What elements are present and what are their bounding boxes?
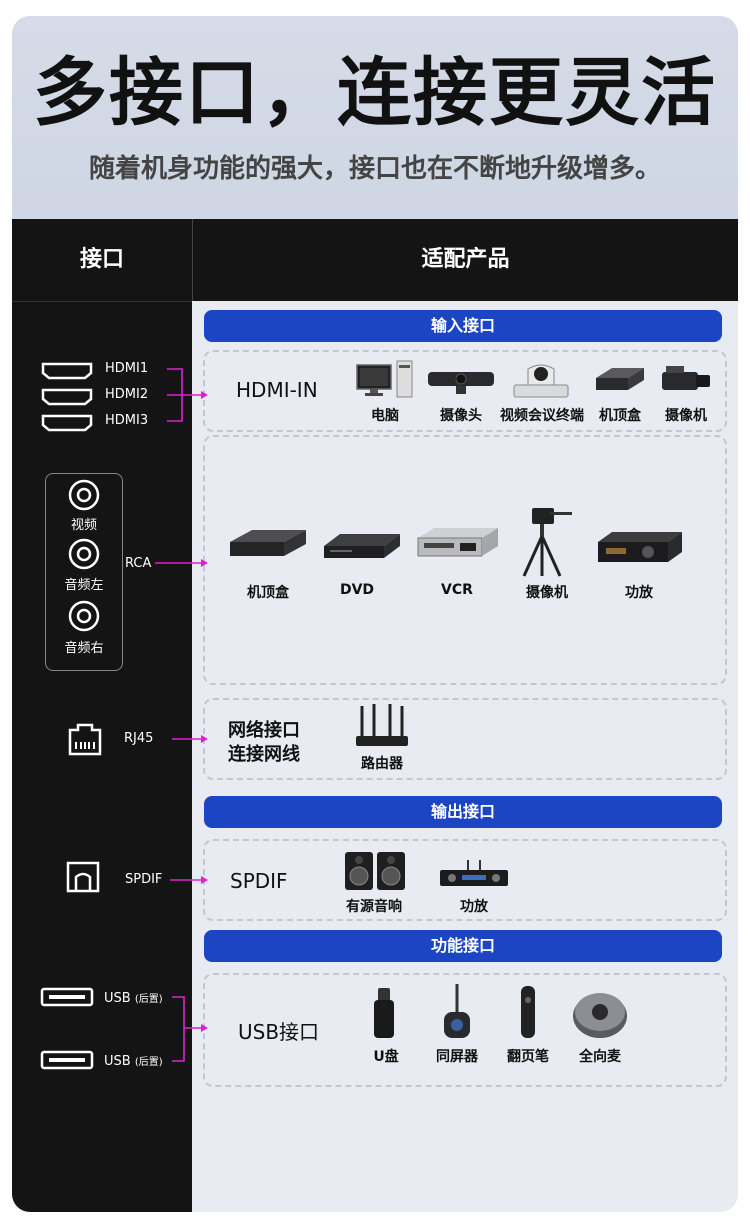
hdmi-products-box <box>203 350 727 432</box>
usb-item-omni-mic: 全向麦 <box>579 1049 621 1065</box>
hdmi-item-conference-terminal: 视频会议终端 <box>500 408 584 424</box>
spdif-group-label: SPDIF <box>230 869 288 893</box>
rca-item-dvd: DVD <box>339 582 375 598</box>
rca-set-top-box-icon <box>230 530 306 556</box>
hdmi-port-icons <box>41 362 93 432</box>
section-output-pill: 输出接口 <box>204 796 722 828</box>
port-label-rca: RCA <box>125 556 152 571</box>
port-label-hdmi3: HDMI3 <box>105 413 149 428</box>
presenter-pen-icon <box>521 986 535 1038</box>
hdmi-item-computer: 电脑 <box>371 408 399 424</box>
port-label-spdif: SPDIF <box>125 872 163 887</box>
port-label-usb2: USB (后置) <box>104 1053 163 1069</box>
col-header-interface: 接口 <box>12 219 193 301</box>
usb-group-label: USB接口 <box>238 1020 320 1044</box>
rca-item-vcr: VCR <box>441 582 473 598</box>
port-label-hdmi2: HDMI2 <box>105 387 149 402</box>
rca-label-audio-left: 音频左 <box>64 578 104 593</box>
set-top-box-icon <box>596 368 644 390</box>
connector-lines <box>155 368 208 1062</box>
spdif-item-amplifier: 功放 <box>460 899 488 915</box>
port-label-usb1: USB (后置) <box>104 990 163 1006</box>
rca-label-video: 视频 <box>70 518 97 533</box>
vcr-icon <box>417 528 498 557</box>
dvd-player-icon <box>324 534 400 558</box>
rca-amplifier-icon <box>598 532 682 562</box>
section-function-pill: 功能接口 <box>204 930 722 962</box>
rj45-port-icon <box>68 723 102 756</box>
rca-label-audio-right: 音频右 <box>64 641 104 656</box>
usb-port-icons <box>40 987 94 1070</box>
screen-share-dongle-icon <box>444 984 470 1038</box>
spdif-amplifier-icon <box>440 860 508 886</box>
usb-drive-icon <box>374 988 394 1038</box>
rca-item-amplifier: 功放 <box>625 585 653 601</box>
usb1-label: USB <box>104 991 131 1006</box>
hero-subtitle: 随着机身功能的强大，接口也在不断地升级增多。 <box>88 154 661 184</box>
usb2-label: USB <box>104 1054 131 1069</box>
rca-products-box <box>203 435 727 685</box>
usb-item-presenter: 翻页笔 <box>507 1049 549 1065</box>
rj45-item-router: 路由器 <box>361 756 403 772</box>
hdmi-item-webcam: 摄像头 <box>440 408 482 424</box>
usb-item-screen-share-dongle: 同屏器 <box>436 1049 478 1065</box>
products-column <box>192 301 738 1212</box>
webcam-icon <box>428 372 494 394</box>
port-label-rj45: RJ45 <box>124 731 154 746</box>
rca-item-set-top-box: 机顶盒 <box>247 585 289 601</box>
section-input-pill: 输入接口 <box>204 310 722 342</box>
rj45-label-line2: 连接网线 <box>228 744 300 765</box>
hero-title: 多接口，连接更灵活 <box>33 50 717 136</box>
conference-camera-icon <box>513 364 569 398</box>
rca-item-camcorder: 摄像机 <box>526 585 568 601</box>
usb-item-flash-drive: U盘 <box>373 1049 399 1065</box>
product-card: 多接口，连接更灵活 随着机身功能的强大，接口也在不断地升级增多。 接口 适配产品… <box>12 16 738 1212</box>
table-header: 接口 适配产品 <box>12 219 738 301</box>
usb1-note: (后置) <box>134 994 163 1005</box>
hero-banner: 多接口，连接更灵活 随着机身功能的强大，接口也在不断地升级增多。 <box>12 16 738 219</box>
tripod-camera-icon <box>522 508 572 577</box>
rca-port-panel <box>45 473 123 671</box>
camcorder-icon <box>662 366 710 390</box>
conference-mic-icon <box>573 993 627 1038</box>
rj45-label-line1: 网络接口 <box>228 720 300 741</box>
speakers-icon <box>345 852 405 890</box>
hdmi-group-label: HDMI-IN <box>236 378 318 402</box>
usb2-note: (后置) <box>134 1057 163 1068</box>
rca-jack-icons <box>68 479 100 632</box>
computer-icon <box>356 360 413 398</box>
spdif-item-active-speakers: 有源音响 <box>346 899 402 915</box>
col-header-products: 适配产品 <box>421 247 510 272</box>
hdmi-item-set-top-box: 机顶盒 <box>599 408 641 424</box>
hdmi-item-camcorder: 摄像机 <box>665 408 707 424</box>
router-icon <box>356 704 408 746</box>
port-label-hdmi1: HDMI1 <box>105 361 149 376</box>
spdif-port-icon <box>66 861 100 893</box>
